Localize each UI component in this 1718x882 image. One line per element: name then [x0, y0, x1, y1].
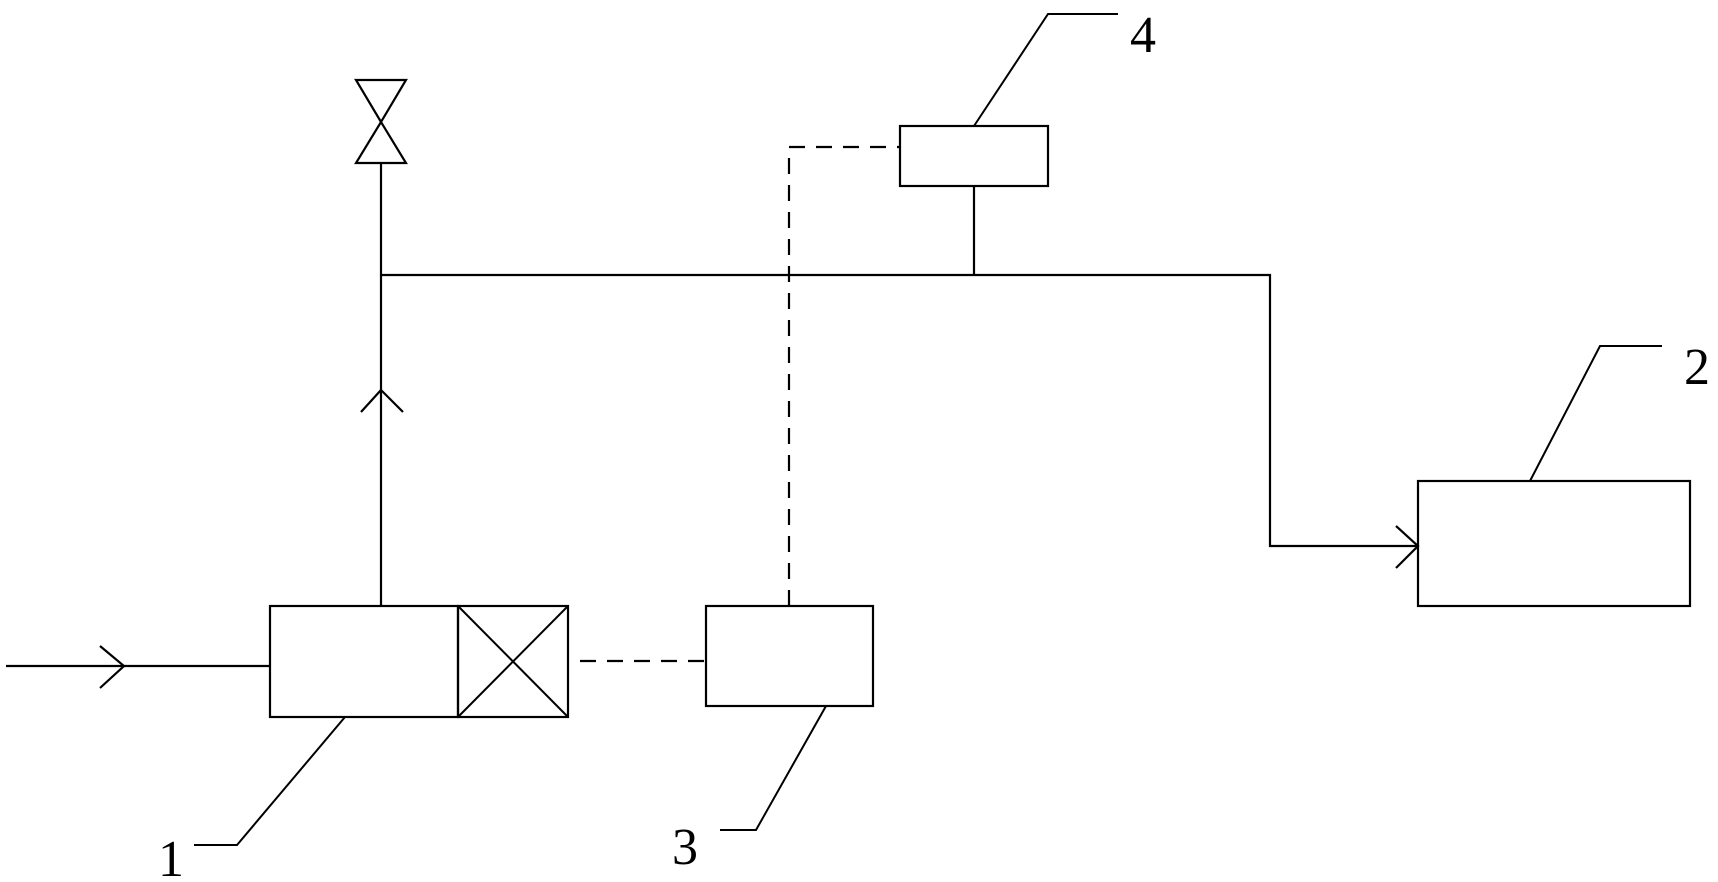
callout-label-1: 1 — [158, 831, 184, 882]
component-4-group — [898, 124, 1050, 275]
component-1 — [268, 604, 570, 719]
signal-lines — [580, 145, 900, 663]
leader-line-1 — [194, 716, 346, 846]
component-1-body — [268, 604, 460, 719]
leader-lines — [194, 13, 1662, 846]
component-4 — [898, 124, 1050, 188]
callout-label-4: 4 — [1130, 7, 1156, 64]
leader-line-3 — [720, 705, 827, 831]
component-2 — [1416, 479, 1692, 608]
inlet-pipe — [6, 645, 270, 689]
component-3 — [704, 604, 875, 708]
leader-line-4 — [973, 13, 1118, 127]
flow-up-arrow-icon — [360, 388, 404, 413]
valve-icon — [354, 78, 408, 165]
callout-label-3: 3 — [672, 819, 698, 876]
main-pipe — [381, 273, 1420, 569]
vertical-pipe — [360, 163, 404, 606]
leader-line-2 — [1529, 345, 1662, 482]
signal-line-3-4 — [787, 145, 900, 606]
callout-label-2: 2 — [1684, 339, 1710, 396]
component-1-solenoid — [456, 604, 570, 719]
inlet-arrow-icon — [99, 645, 126, 689]
